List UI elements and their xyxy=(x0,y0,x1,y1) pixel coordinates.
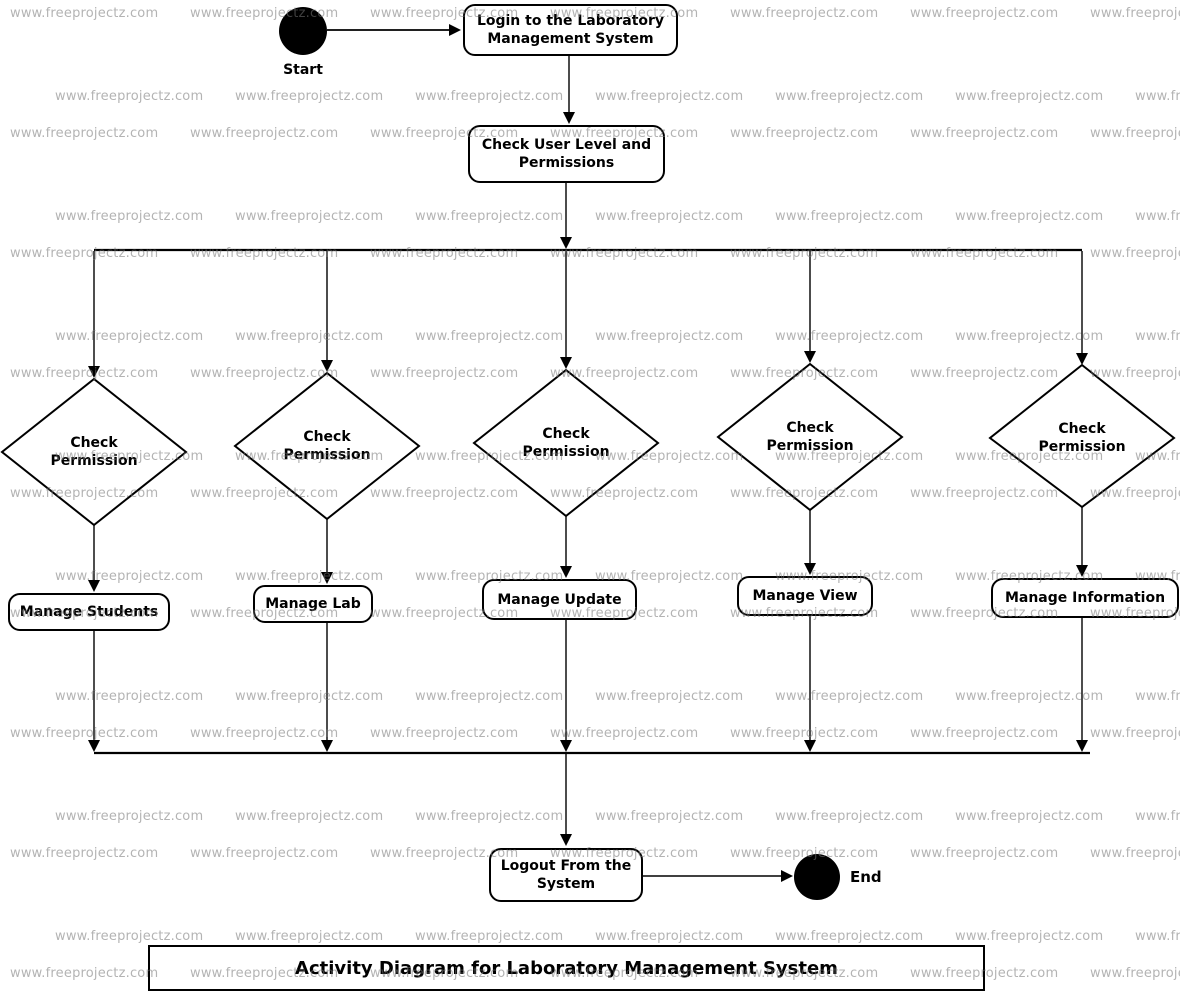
arrowhead xyxy=(88,580,100,592)
arrowhead xyxy=(449,24,461,36)
arrowhead xyxy=(88,740,100,752)
activity-manage-lab: Manage Lab xyxy=(253,585,373,623)
diagram-title: Activity Diagram for Laboratory Manageme… xyxy=(148,945,985,991)
arrowhead xyxy=(1076,740,1088,752)
decision-diamond-4 xyxy=(716,362,904,512)
arrowhead xyxy=(1076,353,1088,365)
arrowhead xyxy=(560,740,572,752)
arrowhead xyxy=(563,112,575,124)
arrowhead xyxy=(560,834,572,846)
arrowhead xyxy=(560,566,572,578)
activity-manage-update: Manage Update xyxy=(482,579,637,620)
decision-diamond-5 xyxy=(988,363,1176,509)
activity-logout: Logout From the System xyxy=(489,848,643,902)
arrowhead xyxy=(781,870,793,882)
end-node-label: End xyxy=(850,868,882,886)
start-node-label: Start xyxy=(283,62,323,78)
arrowhead xyxy=(321,572,333,584)
decision-label-2: Check Permission xyxy=(283,429,371,463)
arrowhead xyxy=(804,563,816,575)
activity-check-user-level: Check User Level and Permissions xyxy=(468,125,665,183)
decision-label-5: Check Permission xyxy=(1038,421,1126,455)
arrowhead xyxy=(560,357,572,369)
arrowhead xyxy=(804,740,816,752)
arrowhead xyxy=(321,360,333,372)
decision-diamond-1 xyxy=(0,377,188,527)
decision-label-4: Check Permission xyxy=(766,420,854,454)
activity-manage-students: Manage Students xyxy=(8,593,170,631)
decision-diamond-3 xyxy=(472,368,660,518)
decision-label-1: Check Permission xyxy=(50,435,138,469)
arrowhead xyxy=(88,366,100,378)
decision-diamond-2 xyxy=(233,371,421,521)
end-node-circle xyxy=(794,854,840,900)
arrowhead xyxy=(560,237,572,249)
decision-label-3: Check Permission xyxy=(522,426,610,460)
arrowhead xyxy=(1076,565,1088,577)
start-node-circle xyxy=(279,7,327,55)
activity-manage-information: Manage Information xyxy=(991,578,1179,618)
activity-manage-view: Manage View xyxy=(737,576,873,616)
activity-login: Login to the Laboratory Management Syste… xyxy=(463,4,678,56)
arrowhead xyxy=(321,740,333,752)
arrowhead xyxy=(804,351,816,363)
